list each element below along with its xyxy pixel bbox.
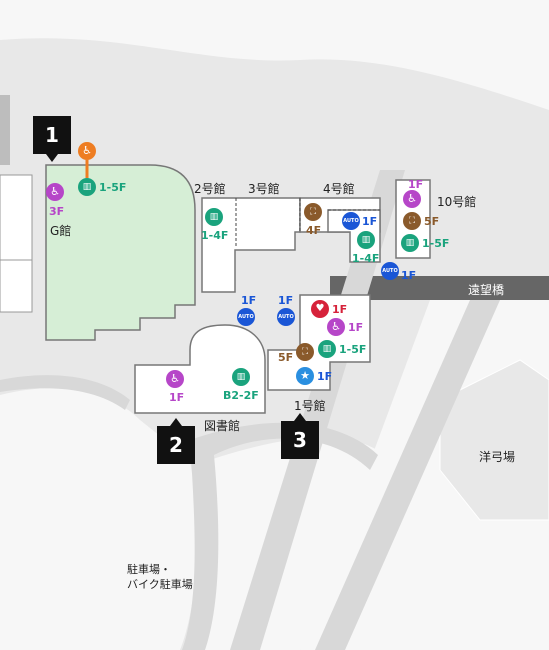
elevator-icon: ▥ (357, 231, 375, 249)
elevator-icon: ▥ (78, 178, 96, 196)
elevator-icon: ▥ (318, 340, 336, 358)
wheelchair-icon: ♿ (327, 318, 345, 336)
k4-auto-floor: 1F (362, 215, 378, 228)
automatic-door-icon: AUTO (237, 308, 255, 326)
elevator-icon: ▥ (232, 368, 250, 386)
bridge-label: 遠望橋 (468, 283, 505, 297)
k1-wc-floor: 1F (348, 321, 364, 334)
k1-aed-floor: 1F (332, 303, 348, 316)
automatic-door-icon: AUTO (342, 212, 360, 230)
building-10-label: 10号館 (437, 195, 477, 209)
stair-lift-icon: ⛶ (304, 203, 322, 221)
building-3-label: 3号館 (248, 182, 280, 196)
star-icon: ★ (296, 367, 314, 385)
k10-top-floor: 1F (408, 178, 424, 191)
elevator-icon: ▥ (205, 208, 223, 226)
wheelchair-icon: ♿ (46, 183, 64, 201)
marker-2[interactable]: 2 (157, 418, 195, 464)
stair-lift-icon: ⛶ (403, 212, 421, 230)
g-wc-floor: 3F (49, 205, 65, 218)
k4-stair-floor: 4F (306, 224, 322, 237)
k1-elevator-floors: 1-5F (339, 343, 367, 356)
archery-label: 洋弓場 (479, 450, 516, 464)
stair-lift-icon: ♿ (78, 142, 96, 160)
k2-elevator-floors: 1-4F (201, 229, 229, 242)
k1-stair-floor: 5F (278, 351, 294, 364)
k10-elevator-floors: 1-5F (422, 237, 450, 250)
lib-auto-floor: 1F (241, 294, 257, 307)
lib-wc-floor: 1F (169, 391, 185, 404)
automatic-door-icon: AUTO (277, 308, 295, 326)
k10-auto-floor: 1F (401, 269, 417, 282)
stair-lift-icon: ⛶ (296, 343, 314, 361)
k4-elevator-floors: 1-4F (352, 252, 380, 265)
aed-heart-icon: ♥ (311, 300, 329, 318)
building-2-label: 2号館 (194, 182, 226, 196)
k10-stair-floor: 5F (424, 215, 440, 228)
g-building-label: G館 (50, 224, 72, 238)
k1-star-floor: 1F (317, 370, 333, 383)
parking-label: 駐車場・ バイク駐車場 (127, 563, 193, 591)
g-elevator-floors: 1-5F (99, 181, 127, 194)
lib-elevator-floors: B2-2F (223, 389, 259, 402)
wheelchair-icon: ♿ (166, 370, 184, 388)
automatic-door-icon: AUTO (381, 262, 399, 280)
marker-3[interactable]: 3 (281, 413, 319, 459)
k1-auto-floor: 1F (278, 294, 294, 307)
building-1-label: 1号館 (294, 399, 326, 413)
library-label: 図書館 (204, 419, 241, 433)
marker-1[interactable]: 1 (33, 116, 71, 162)
elevator-icon: ▥ (401, 234, 419, 252)
building-4-label: 4号館 (323, 182, 355, 196)
wheelchair-icon: ♿ (403, 190, 421, 208)
